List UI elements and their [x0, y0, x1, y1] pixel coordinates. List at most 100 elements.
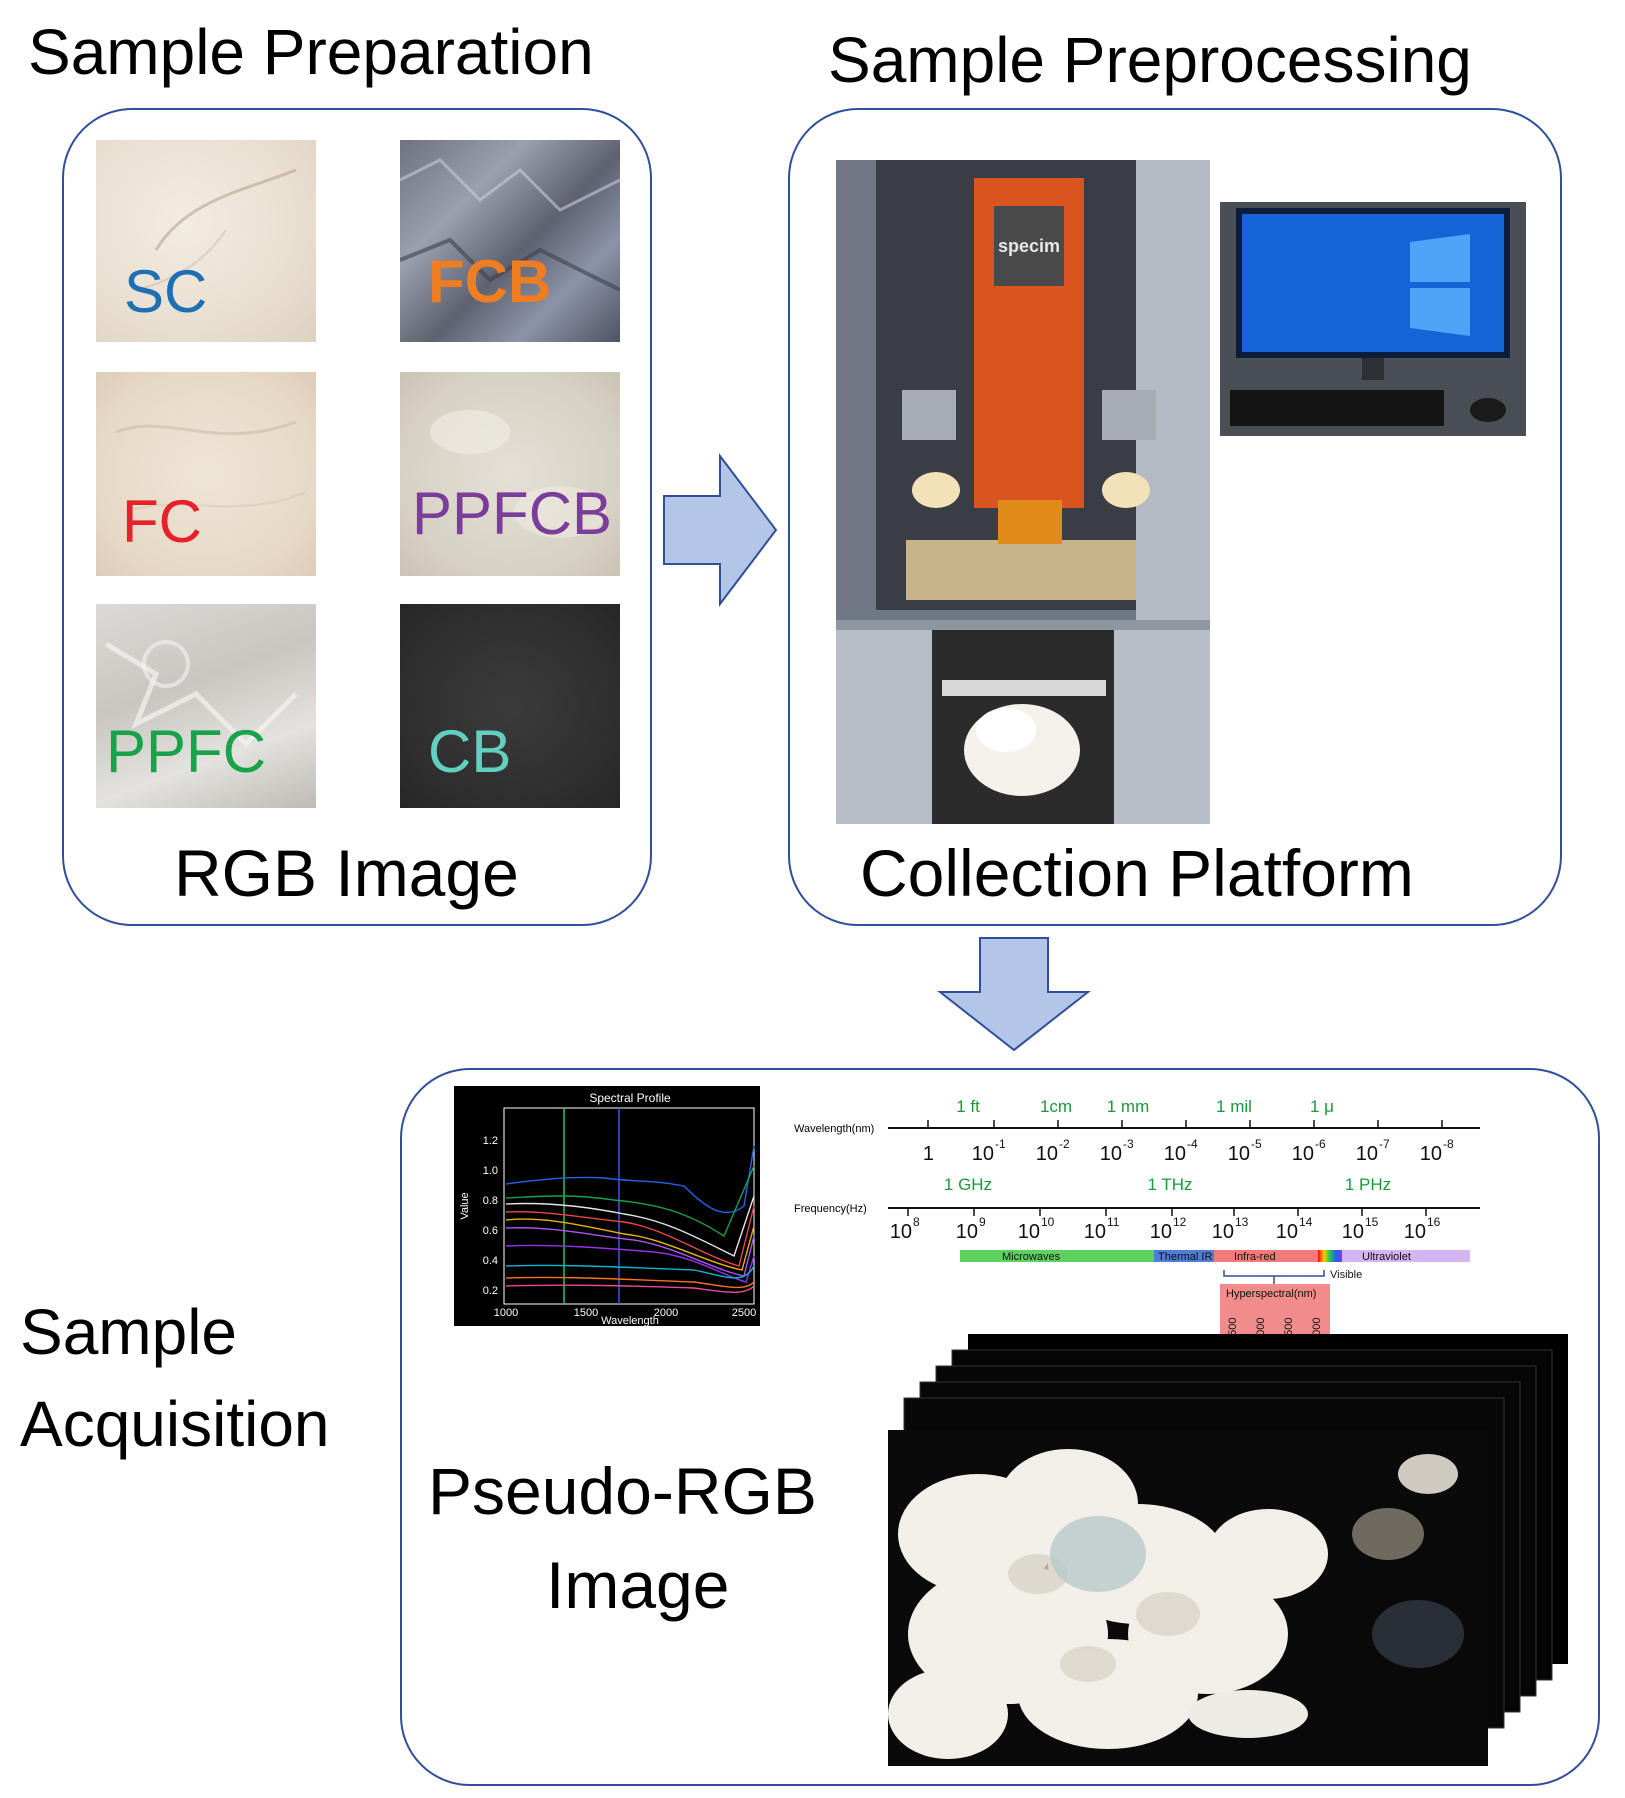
svg-text:10: 10 — [1404, 1221, 1426, 1243]
mouse — [1470, 398, 1506, 422]
right-arrow-icon — [663, 453, 778, 607]
caption-rgb-image: RGB Image — [174, 836, 519, 910]
wavelength-axis-label: Wavelength(nm) — [794, 1123, 874, 1135]
spectral-xtick: 1000 — [494, 1307, 518, 1319]
sample-label-ppfcb: PPFCB — [412, 480, 613, 547]
svg-text:10: 10 — [1356, 1143, 1378, 1165]
sample-label-ppfc: PPFC — [106, 718, 267, 785]
em-spectrum-chart: Wavelength(nm) Frequency(Hz) 1 ft 1cm 1 … — [794, 1097, 1480, 1344]
svg-text:10: 10 — [1228, 1143, 1250, 1165]
spectral-profile-plot: Spectral Profile Value Wavelength 0.2 0.… — [454, 1086, 760, 1326]
svg-text:10: 10 — [1084, 1221, 1106, 1243]
svg-text:10: 10 — [956, 1221, 978, 1243]
svg-text:10: 10 — [1420, 1143, 1442, 1165]
band-microwaves — [960, 1250, 1154, 1262]
svg-text:10: 10 — [1292, 1143, 1314, 1165]
spectral-xtick: 1500 — [574, 1307, 598, 1319]
foreign-fiber-1 — [1352, 1508, 1424, 1560]
sample-texture-fcb — [400, 158, 620, 292]
sample-tile-cb: CB — [400, 604, 620, 808]
sample-texture-sc — [135, 168, 297, 291]
band-visible — [1318, 1250, 1342, 1262]
svg-text:14: 14 — [1299, 1215, 1313, 1229]
svg-text:1 ft: 1 ft — [956, 1097, 980, 1116]
spectral-ytick: 1.2 — [483, 1135, 498, 1147]
svg-text:-8: -8 — [1443, 1137, 1454, 1151]
band-ultraviolet — [1342, 1250, 1470, 1262]
spectral-plot-ylabel: Value — [459, 1192, 471, 1219]
svg-text:13: 13 — [1235, 1215, 1249, 1229]
svg-text:1 PHz: 1 PHz — [1345, 1175, 1391, 1194]
svg-text:-6: -6 — [1315, 1137, 1326, 1151]
down-arrow-icon — [937, 937, 1091, 1052]
svg-text:10: 10 — [1164, 1143, 1186, 1165]
sample-tile-ppfcb: PPFCB — [400, 372, 620, 576]
svg-text:1 mm: 1 mm — [1107, 1097, 1150, 1116]
band-label-microwaves: Microwaves — [1002, 1251, 1061, 1263]
sample-tile-ppfc: PPFC — [96, 604, 316, 808]
frequency-unit-labels: 1 GHz 1 THz 1 PHz — [944, 1175, 1391, 1194]
svg-text:-1: -1 — [995, 1137, 1006, 1151]
svg-text:10: 10 — [890, 1221, 912, 1243]
sample-texture-ppfcb — [430, 410, 606, 538]
band-infrared — [1214, 1250, 1318, 1262]
svg-text:16: 16 — [1427, 1215, 1441, 1229]
svg-text:10: 10 — [1041, 1215, 1055, 1229]
svg-text:15: 15 — [1365, 1215, 1379, 1229]
svg-text:1cm: 1cm — [1040, 1097, 1072, 1116]
spectral-ytick: 1.0 — [483, 1165, 498, 1177]
svg-text:10: 10 — [1150, 1221, 1172, 1243]
svg-text:1: 1 — [923, 1143, 934, 1165]
svg-text:11: 11 — [1107, 1215, 1120, 1229]
caption-pseudo-rgb-line1: Pseudo-RGB — [428, 1454, 817, 1528]
spectral-ytick: 0.2 — [483, 1285, 498, 1297]
heading-sample-preprocessing: Sample Preprocessing — [828, 24, 1472, 96]
camera-brand-label: specim — [998, 236, 1060, 256]
keyboard — [1230, 390, 1444, 426]
spectral-ytick: 0.4 — [483, 1255, 498, 1267]
spectral-ytick: 0.6 — [483, 1225, 498, 1237]
heading-sample-preparation: Sample Preparation — [28, 16, 594, 88]
svg-text:1 mil: 1 mil — [1216, 1097, 1252, 1116]
sample-texture-fc — [115, 420, 307, 513]
svg-text:1 GHz: 1 GHz — [944, 1175, 992, 1194]
sample-texture-ppfc — [104, 640, 298, 748]
foreign-fiber-3 — [1372, 1600, 1464, 1668]
svg-text:-4: -4 — [1187, 1137, 1198, 1151]
spectral-plot-title: Spectral Profile — [589, 1091, 671, 1105]
frequency-tick-labels: 10 10 10 10 10 10 10 10 10 — [890, 1221, 1426, 1243]
spectral-curves — [505, 1145, 755, 1293]
band-label-thermal-ir: Thermal IR — [1158, 1251, 1212, 1263]
sample-tile-sc: SC — [96, 140, 316, 342]
sample-label-cb: CB — [428, 718, 512, 785]
caption-collection-platform: Collection Platform — [860, 836, 1414, 910]
frequency-axis-label: Frequency(Hz) — [794, 1203, 867, 1215]
svg-text:10: 10 — [1276, 1221, 1298, 1243]
spectral-xtick: 2000 — [654, 1307, 678, 1319]
svg-text:10: 10 — [972, 1143, 994, 1165]
svg-text:-7: -7 — [1379, 1137, 1390, 1151]
svg-text:10: 10 — [1342, 1221, 1364, 1243]
svg-text:-2: -2 — [1059, 1137, 1070, 1151]
sample-tile-fc: FC — [96, 372, 316, 576]
spectral-xtick: 2500 — [732, 1307, 756, 1319]
foreign-fiber-2 — [1398, 1454, 1458, 1494]
spectral-plot-xlabel: Wavelength — [601, 1315, 659, 1326]
svg-text:1 μ: 1 μ — [1310, 1097, 1334, 1116]
svg-text:-5: -5 — [1251, 1137, 1262, 1151]
band-label-infrared: Infra-red — [1234, 1251, 1276, 1263]
sample-tile-fcb: FCB — [400, 140, 620, 342]
svg-text:8: 8 — [913, 1215, 920, 1229]
svg-text:9: 9 — [979, 1215, 986, 1229]
hyperspectral-camera-cabinet: specim — [836, 160, 1210, 824]
band-thermal-ir — [1154, 1250, 1214, 1262]
cotton-cluster — [888, 1449, 1328, 1759]
spectral-ytick: 0.8 — [483, 1195, 498, 1207]
wavelength-tick-labels: 1 10 10 10 10 10 10 10 10 — [923, 1143, 1442, 1165]
computer-workstation — [1220, 202, 1526, 436]
svg-text:10: 10 — [1036, 1143, 1058, 1165]
svg-text:10: 10 — [1100, 1143, 1122, 1165]
frequency-tick-exponents: 8 9 10 11 12 13 14 15 16 — [913, 1215, 1441, 1229]
hyperspectral-label: Hyperspectral(nm) — [1226, 1288, 1316, 1300]
visible-label: Visible — [1330, 1269, 1362, 1281]
